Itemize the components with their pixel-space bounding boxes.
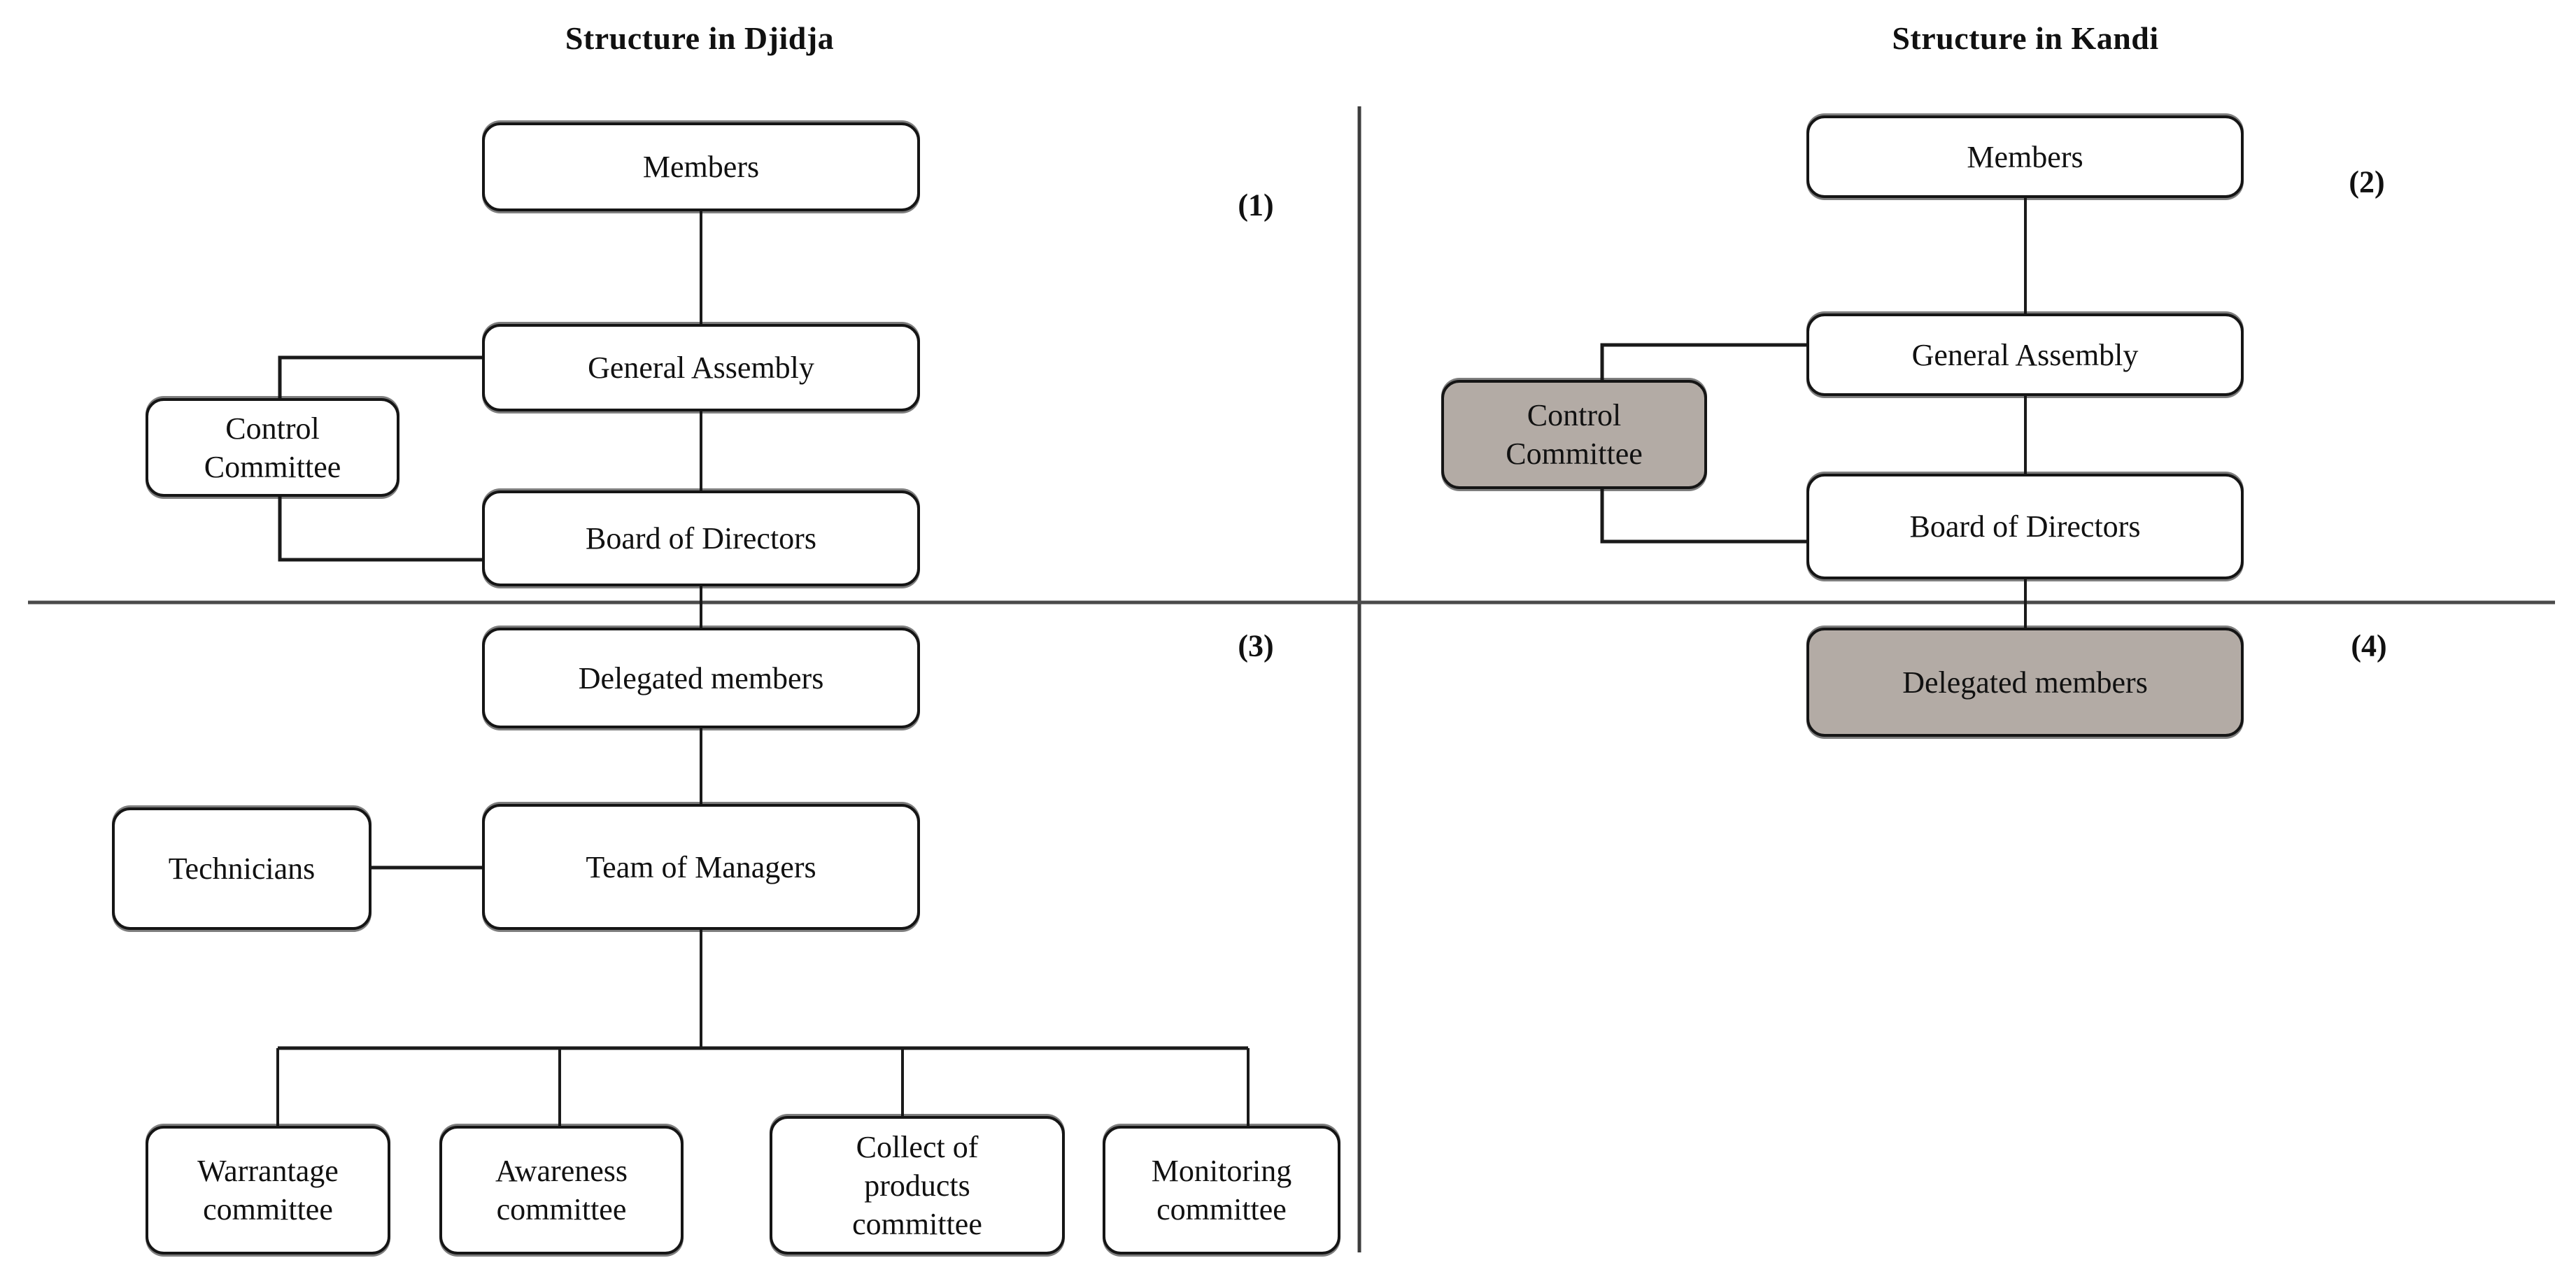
kandi-chart-title: Structure in Kandi [1892, 20, 2159, 56]
djidja-technicians-box: Technicians [112, 807, 371, 930]
quadrant-label-4: (4) [2351, 628, 2387, 663]
djidja-team-of-managers-box: Team of Managers [482, 804, 920, 930]
quadrant-label-1: (1) [1238, 188, 1274, 222]
quadrant-label-3: (3) [1238, 628, 1274, 663]
djidja-delegated-members-box: Delegated members [482, 628, 920, 728]
djidja-general-assembly-box: General Assembly [482, 324, 920, 411]
kandi-board-of-directors-box: Board of Directors [1806, 474, 2244, 579]
djidja-monitoring-committee-box: Monitoring committee [1103, 1126, 1340, 1255]
djidja-board-of-directors-box: Board of Directors [482, 490, 920, 586]
connector-kandi-general-assembly-to-control-committee [1600, 343, 1806, 380]
kandi-general-assembly-box: General Assembly [1806, 313, 2244, 396]
connector-kandi-control-committee-to-board [1600, 489, 1806, 544]
quadrant-label-2: (2) [2349, 164, 2385, 199]
kandi-members-box: Members [1806, 115, 2244, 198]
djidja-collect-of-products-committee-box: Collect of products committee [770, 1116, 1065, 1255]
djidja-chart-title: Structure in Djidja [565, 20, 835, 56]
djidja-awareness-committee-box: Awareness committee [439, 1126, 684, 1255]
djidja-control-committee-box: Control Committee [146, 398, 399, 497]
connector-djidja-control-committee-to-board [278, 497, 482, 562]
connector-djidja-general-assembly-to-control-committee [278, 355, 482, 398]
djidja-warrantage-committee-box: Warrantage committee [146, 1126, 390, 1255]
djidja-members-box: Members [482, 122, 920, 211]
kandi-delegated-members-box: Delegated members [1806, 628, 2244, 737]
kandi-control-committee-box: Control Committee [1441, 380, 1707, 489]
